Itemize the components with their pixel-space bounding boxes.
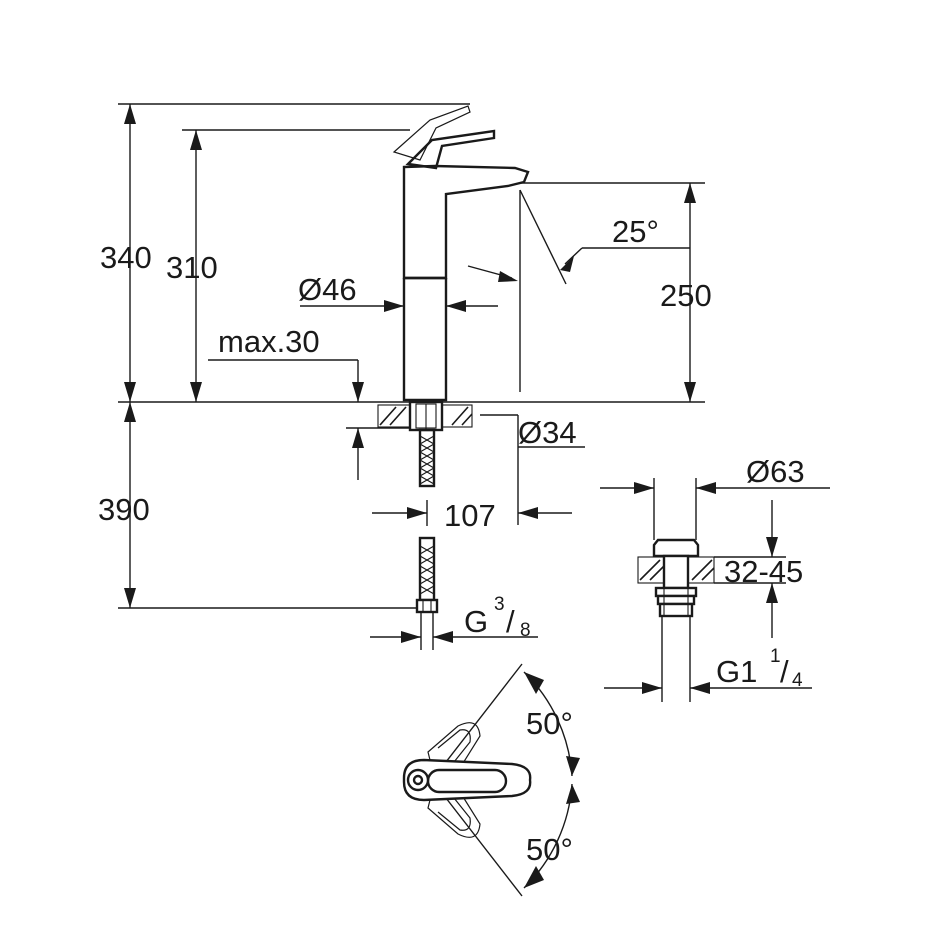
label-107: 107 (444, 498, 496, 533)
label-32-45: 32-45 (724, 554, 803, 589)
dimension-32-45 (714, 500, 786, 638)
fraction-slash-2: / (780, 654, 789, 689)
mounting-section (377, 400, 473, 432)
label-thread-den: 8 (520, 620, 531, 641)
label-lever-angle-upper: 50° (526, 706, 573, 741)
label-lever-angle-lower: 50° (526, 832, 573, 867)
dimension-107 (372, 500, 572, 526)
label-390: 390 (98, 492, 150, 527)
dimension-diameter-34 (480, 414, 585, 525)
label-25-degree: 25° (612, 214, 659, 249)
flex-hose-upper (418, 428, 436, 488)
label-thread-1-den: 4 (792, 670, 803, 691)
label-diameter-46: Ø46 (298, 272, 357, 307)
label-thread-g: G (464, 604, 488, 639)
label-250: 250 (660, 278, 712, 313)
lever-top-view (402, 663, 580, 897)
dimension-390 (118, 402, 418, 609)
flex-hose-lower (415, 536, 439, 650)
waste-fitting (600, 478, 830, 702)
label-thread-1-num: 1 (770, 646, 781, 667)
faucet-body (392, 105, 530, 402)
dimension-310 (182, 129, 410, 402)
label-thread-g1: G1 (716, 654, 757, 689)
dimension-340 (118, 103, 470, 402)
label-340: 340 (100, 240, 152, 275)
label-diameter-63: Ø63 (746, 454, 805, 489)
label-thread-num: 3 (494, 594, 505, 615)
label-310: 310 (166, 250, 218, 285)
fraction-slash: / (506, 604, 515, 639)
label-max-30: max.30 (218, 324, 320, 359)
dimension-250 (520, 182, 705, 402)
dimension-max-30 (208, 359, 416, 480)
dimension-diameter-46 (300, 300, 498, 312)
dimension-thread-3-8 (370, 631, 538, 643)
dimension-thread-1-1-4 (604, 682, 812, 694)
label-diameter-34: Ø34 (518, 415, 577, 450)
dimension-25-degree (467, 189, 690, 392)
